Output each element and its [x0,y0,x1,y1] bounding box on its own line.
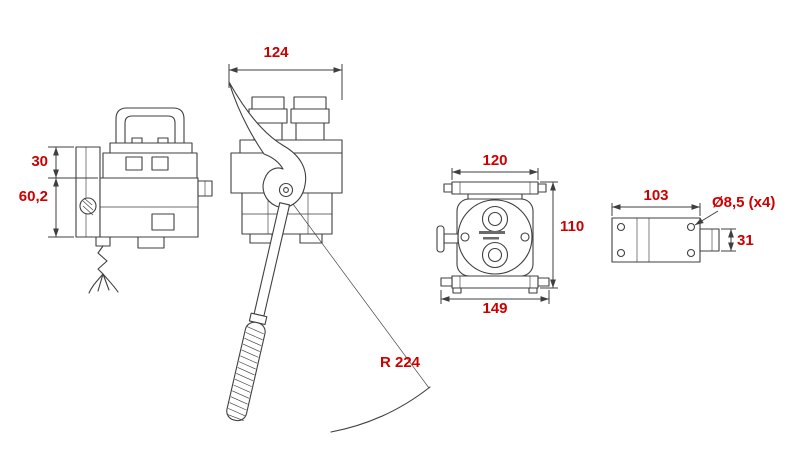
side-upper-body [102,152,198,179]
mounting-hole [616,222,626,232]
side-linkage-zigzag [97,245,108,275]
port-fitting-right-cap [293,96,327,110]
front-port-bottom-outer [481,241,509,269]
front-foot-left [452,287,462,294]
front-port-top-inner [487,211,503,227]
mounting-hole [616,248,626,258]
lever-body-foot-left [249,233,273,244]
dim-label-30: 30 [31,153,48,170]
carry-handle-inner [124,115,176,144]
side-handle-base [109,142,193,154]
side-main-body [99,177,199,238]
front-port-bottom-inner [487,247,503,263]
radius-reference-line [292,203,430,389]
plan-body-lines [636,218,650,262]
front-bottom-flange-lines [459,276,531,288]
lever-pivot-center [283,187,289,193]
dim-label-124: 124 [263,44,289,61]
dim-label-103: 103 [643,187,668,204]
mounting-hole [686,222,696,232]
side-left-plate [75,146,101,238]
front-port-top-outer [481,205,509,233]
side-knob-hatch [82,197,94,216]
lever-arm [226,202,291,422]
lever-body-foot-right [299,233,323,244]
lever-view [226,81,431,433]
port-fitting-left-cap [251,96,285,110]
side-handle-nub-left [131,137,143,144]
carry-handle-outer [115,107,185,144]
plan-view-dimensions: 103 Ø8,5 (x4) 31 [611,187,775,252]
side-stem [95,236,111,247]
dim-label-60-2: 60,2 [19,188,48,205]
plan-view [611,217,720,263]
side-body-detail [151,213,175,231]
front-top-tab-left [443,183,453,193]
front-bottom-flange [451,275,539,289]
dim-label-hole-note: Ø8,5 (x4) [712,194,775,211]
swing-arc [330,386,431,433]
faceplate-marking [479,231,505,234]
dim-label-r224: R 224 [380,354,421,371]
dim-label-110: 110 [560,218,584,235]
dim-label-120: 120 [482,152,507,169]
front-view [436,181,550,294]
hook-cam [228,81,307,208]
plan-body [611,217,701,263]
faceplate-marking [483,237,499,240]
lever-view-dimensions: 124 R 224 [228,44,421,371]
side-handle-nub-right [157,137,169,144]
dim-label-149: 149 [482,300,507,317]
front-neck [467,193,523,200]
front-view-dimensions: 120 110 149 [440,152,584,317]
front-top-tab-right [537,183,547,193]
side-upper-detail-left [125,156,143,171]
side-bottom-port [137,236,165,249]
front-screw-right [520,232,530,242]
plan-protrusion [699,228,720,252]
front-handle-knob [436,225,445,253]
dim-label-31: 31 [737,232,754,249]
side-upper-detail-right [151,156,169,171]
side-view-dimensions: 30 60,2 [19,146,98,238]
port-fitting-right-nut [290,108,330,124]
front-foot-right [528,287,538,294]
hole-note-leader [694,210,719,226]
front-handle-stem [443,233,459,244]
mounting-hole [686,248,696,258]
front-bottom-tab-right [537,277,550,287]
front-top-flange [451,181,539,195]
front-screw-left [460,232,470,242]
lever-grip-hatch [226,326,264,422]
side-fork-clevis [88,273,119,294]
front-bottom-tab-left [440,277,453,287]
side-knob [79,197,97,215]
front-top-flange-lines [459,182,531,194]
port-fitting-right-base [295,122,325,141]
side-view [75,107,213,294]
